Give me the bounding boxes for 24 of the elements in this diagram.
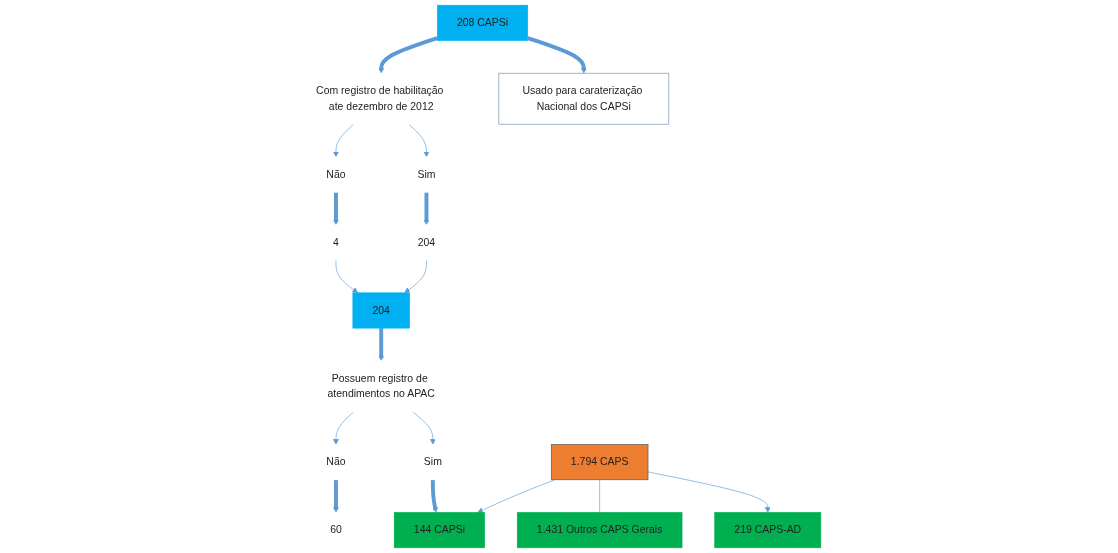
node-text: Sim <box>424 456 443 468</box>
node-text: Sim <box>417 168 436 180</box>
arrow <box>378 328 385 362</box>
node-box: 219 CAPS-AD <box>714 512 822 549</box>
arrow <box>333 479 340 513</box>
node-text: Não <box>326 456 347 468</box>
node-text: 60 <box>330 524 343 536</box>
node-text: Com registro de habilitação ate dezembro de 2012 <box>316 84 444 112</box>
arrow <box>424 192 430 226</box>
node-box: 204 <box>353 292 411 329</box>
node-text: 204 <box>418 236 436 248</box>
node-box: 1.794 CAPS <box>551 444 649 481</box>
node-box: 144 CAPSi <box>394 512 486 549</box>
node-text: 4 <box>333 236 340 248</box>
node-box: 1.431 Outros CAPS Gerais <box>517 512 683 549</box>
node-text: Não <box>326 168 347 180</box>
arrow <box>431 479 439 513</box>
arrow <box>378 36 439 74</box>
arrow <box>333 192 340 226</box>
node-box: Usado para caraterização Nacional dos CAPSi <box>499 72 670 125</box>
node-text: Possuem registro de atendimentos no APAC <box>328 372 436 400</box>
node-box: 208 CAPSi <box>437 4 529 41</box>
connector <box>599 479 601 513</box>
arrow <box>527 36 588 74</box>
